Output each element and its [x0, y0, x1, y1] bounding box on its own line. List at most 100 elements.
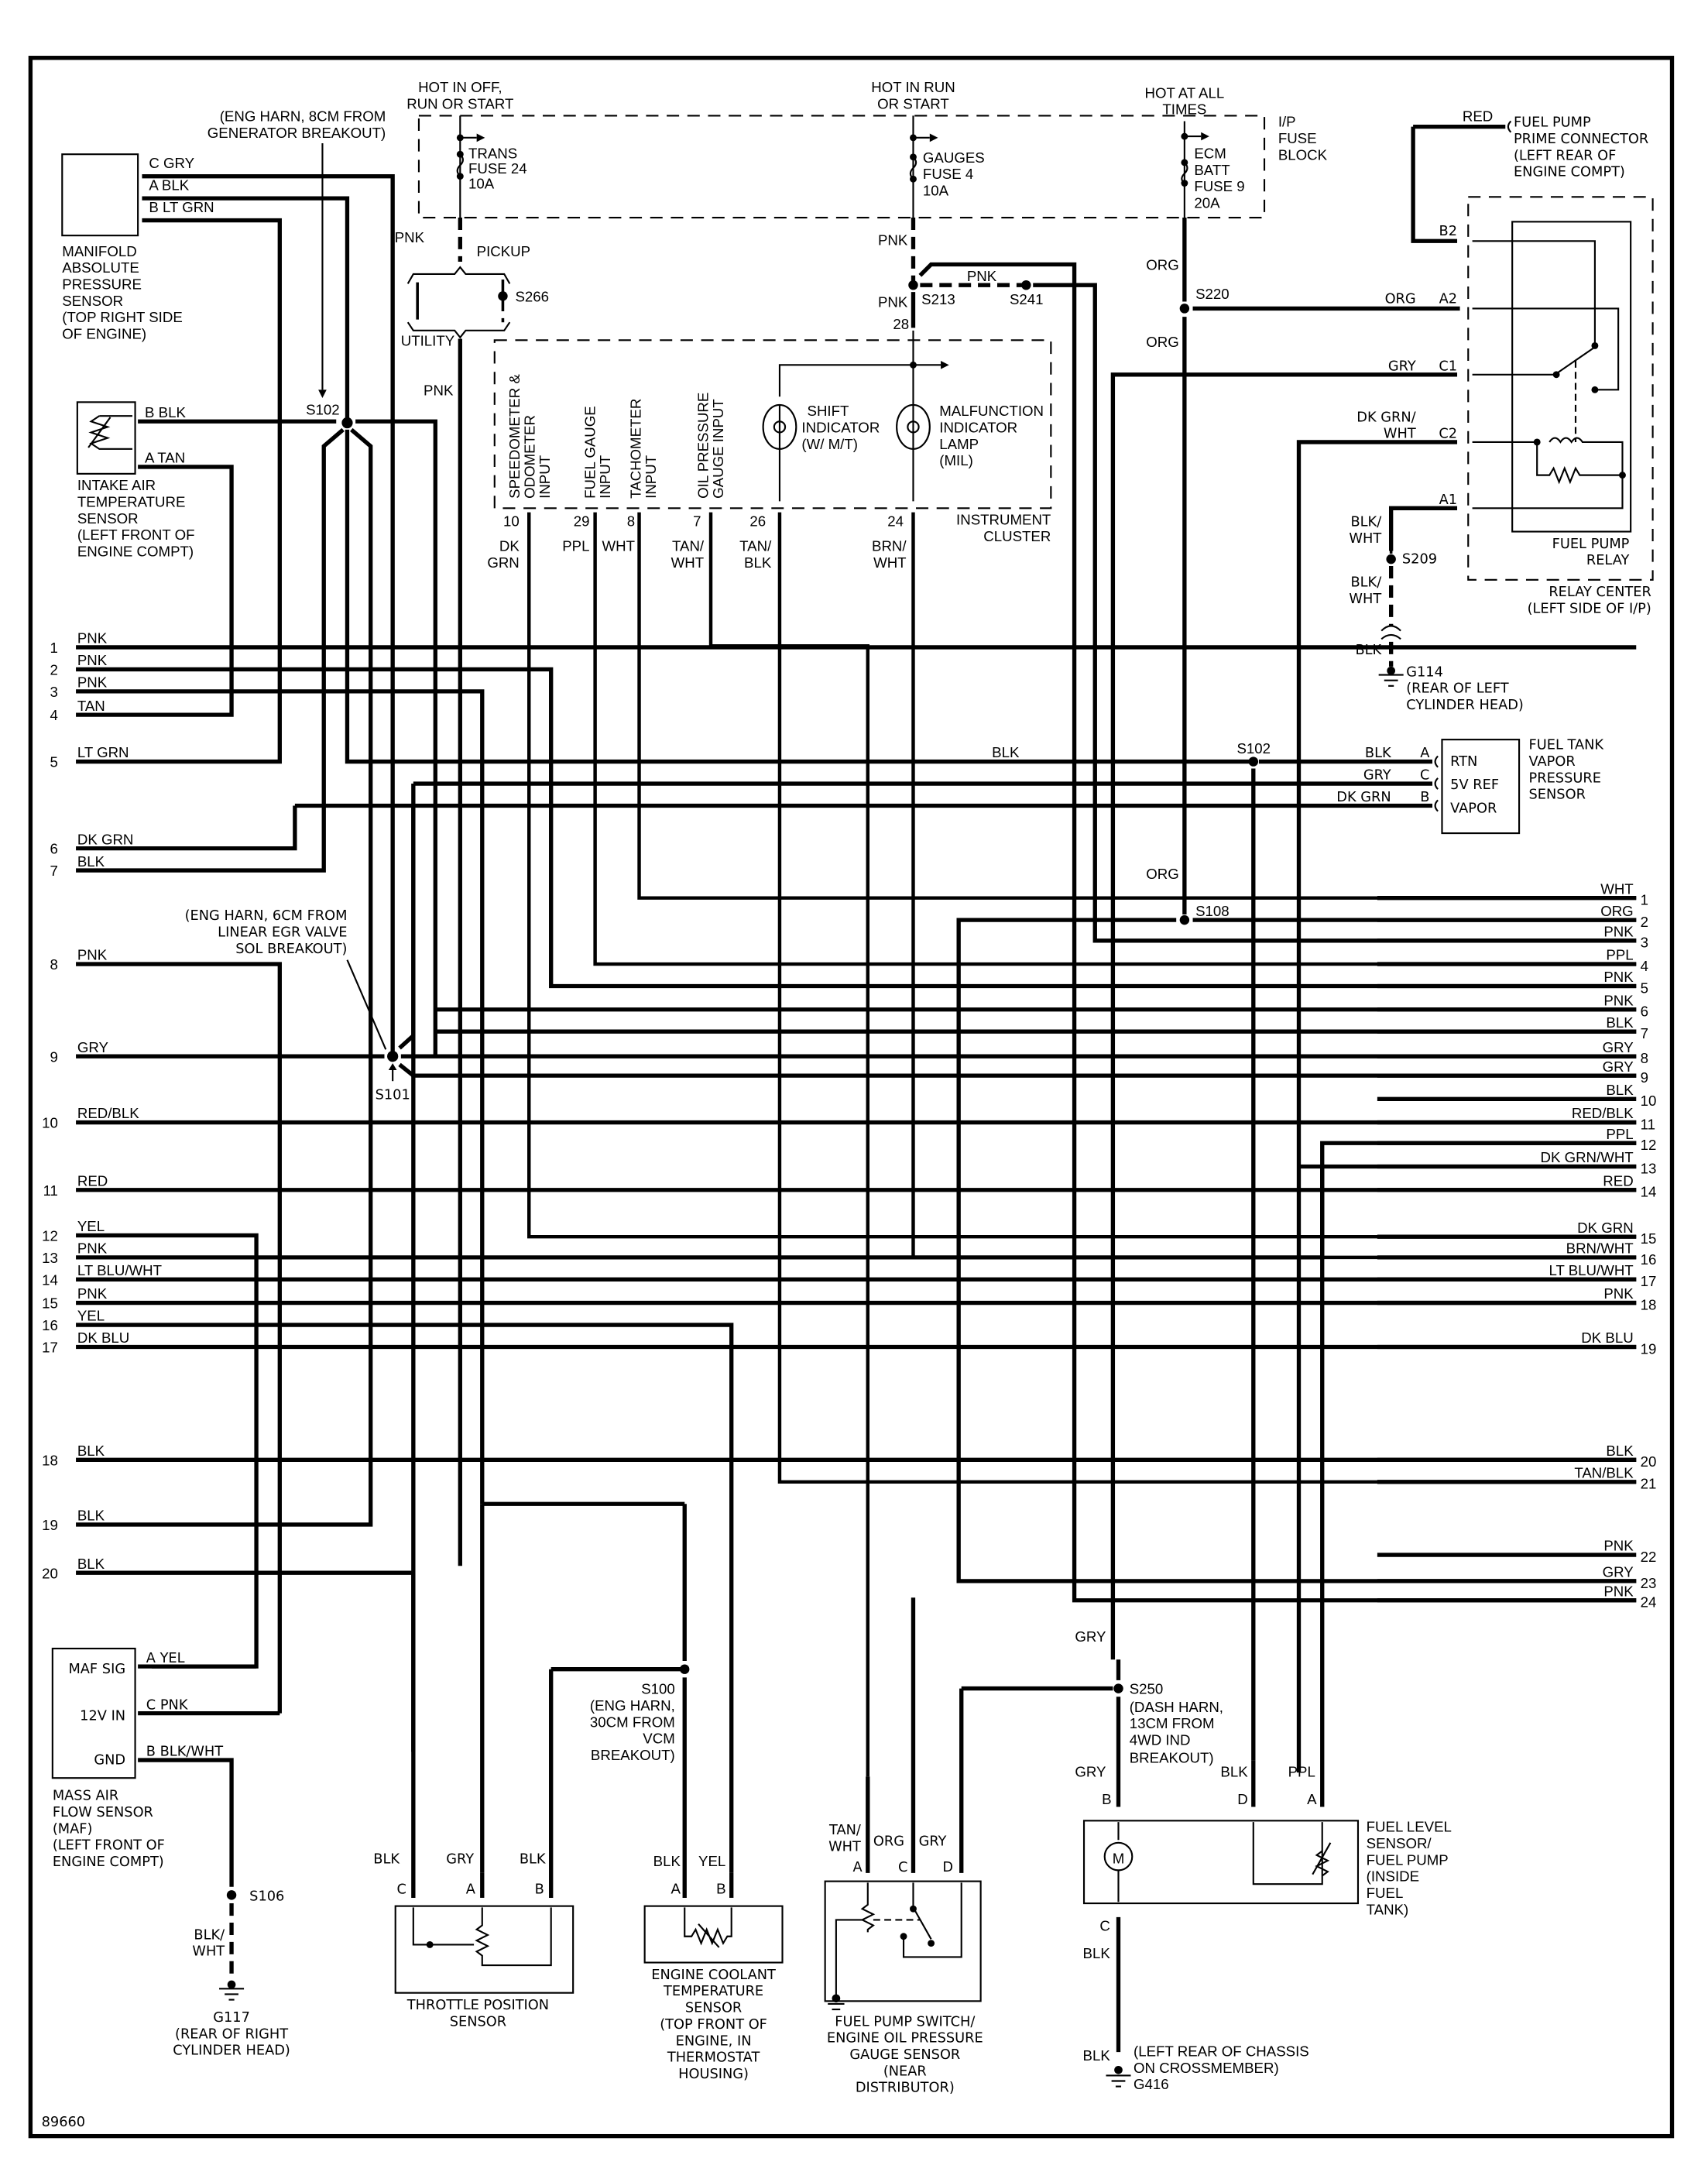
left-connector-wire-label: TAN	[77, 698, 105, 714]
hot-all-times-line1: HOT AT ALL	[1145, 84, 1225, 101]
left-connector-wire-label: BLK	[77, 1508, 105, 1524]
left-connector-pin-number: 14	[42, 1271, 58, 1288]
left-connector-wire-label: BLK	[77, 1443, 105, 1459]
engine-coolant-temperature-sensor	[643, 1872, 784, 1964]
left-connector-pin-number: 17	[42, 1340, 58, 1356]
s220-splice	[1179, 218, 1460, 915]
fuel-pump-motor-icon: M	[1103, 1841, 1134, 1872]
fls-name-6: TANK)	[1367, 1901, 1409, 1917]
map-name-2: ABSOLUTE	[62, 259, 139, 276]
map-sensor-name: MANIFOLD ABSOLUTE PRESSURE SENSOR (TOP R…	[62, 243, 183, 342]
s209-wire-upper-2: WHT	[1349, 530, 1381, 547]
fls-pin-c: C	[1099, 1918, 1110, 1934]
s108-label: S108	[1195, 903, 1230, 919]
maf-func-12v: 12V IN	[80, 1708, 125, 1724]
gry-s250-label: GRY	[1075, 1628, 1106, 1645]
relay-wire-c2-2: WHT	[1384, 426, 1416, 442]
fuel-gauge-label-1: FUEL GAUGE	[582, 406, 598, 499]
oil-switch-name-3: GAUGE SENSOR	[849, 2047, 960, 2063]
right-connector-pin-number: 1	[1641, 892, 1648, 908]
ecm-fuse-label-1: ECM	[1194, 146, 1226, 162]
maf-name-2: FLOW SENSOR	[53, 1804, 153, 1820]
vapor-name-4: SENSOR	[1529, 787, 1586, 803]
right-connector-pin-number: 22	[1641, 1549, 1657, 1565]
relay-pin-a2: A2	[1439, 290, 1457, 307]
s100-note-2: (ENG HARN,	[590, 1697, 675, 1714]
left-connector-pin-number: 13	[42, 1250, 58, 1266]
vapor-func-5vref: 5V REF	[1450, 777, 1499, 793]
oil-switch-name-4: (NEAR	[883, 2063, 927, 2079]
s266-label: S266	[515, 289, 549, 305]
g117-ground-icon	[219, 1980, 245, 2001]
fls-name-2: SENSOR/	[1367, 1835, 1432, 1851]
hot-run-start-line2: OR START	[877, 96, 949, 112]
ecm-fuse-label-3: FUSE 9	[1194, 178, 1244, 194]
prime-name-2: PRIME CONNECTOR	[1514, 131, 1648, 147]
left-connector-wire-label: RED	[77, 1172, 108, 1189]
tach-label-1: TACHOMETER	[627, 399, 643, 499]
s213-s241-splices	[908, 218, 1637, 1603]
right-connector-wire-label: LT BLU/WHT	[1549, 1262, 1634, 1278]
fuel-gauge-wire: PPL	[562, 537, 589, 554]
s102-label: S102	[306, 401, 340, 417]
left-connector-wire-label: PNK	[77, 674, 108, 691]
oil-wire-a-2: WHT	[828, 1838, 861, 1854]
pin-8: 8	[627, 513, 635, 529]
right-connector-wire-label: GRY	[1603, 1564, 1634, 1580]
left-connector-wire-label: YEL	[77, 1308, 105, 1324]
g114-ground	[1380, 508, 1401, 667]
right-connector-pin-number: 19	[1641, 1340, 1657, 1357]
right-connector-wire-label: DK BLU	[1581, 1330, 1633, 1346]
right-connector-pin-number: 8	[1641, 1050, 1648, 1066]
fuel-level-sensor-fuel-pump	[1082, 1166, 1360, 2053]
right-connector-pin-number: 18	[1641, 1296, 1657, 1312]
gauges-fuse-icon	[909, 115, 938, 218]
tach-wire: WHT	[602, 537, 635, 554]
s101-pointer	[346, 959, 387, 1050]
g114-name-3: CYLINDER HEAD)	[1406, 697, 1524, 713]
maf-func-sig: MAF SIG	[68, 1661, 125, 1677]
left-connector-wire-label: DK BLU	[77, 1330, 129, 1346]
g117-name-2: (REAR OF RIGHT	[175, 2026, 288, 2042]
s209-wire-lower-2: WHT	[1349, 591, 1381, 607]
vapor-main-wire: BLK	[992, 744, 1020, 760]
right-connector-pin-number: 6	[1641, 1004, 1648, 1020]
s213-label: S213	[921, 291, 955, 307]
s101-note-1: (ENG HARN, 6CM FROM	[185, 908, 348, 924]
tps-pin-b: B	[535, 1882, 544, 1898]
pickup-label: PICKUP	[477, 243, 530, 259]
maf-pin-c: C PNK	[146, 1697, 189, 1713]
ecm-fuse-label-2: BATT	[1194, 162, 1230, 178]
cluster-name-2: CLUSTER	[983, 528, 1051, 544]
vapor-pin-a: A	[1420, 745, 1429, 761]
org-upper-label: ORG	[1146, 257, 1179, 273]
left-connector-wire-label: BLK	[77, 853, 105, 870]
ect-name-2: TEMPERATURE	[663, 1983, 763, 1999]
left-connector-wire-label: YEL	[77, 1218, 105, 1234]
relay-center-name-2: (LEFT SIDE OF I/P)	[1528, 600, 1651, 616]
oil-switch-name-5: DISTRIBUTOR)	[856, 2080, 955, 2096]
s250-note-2: (DASH HARN,	[1130, 1699, 1223, 1715]
gauges-fuse-label-1: GAUGES	[923, 149, 985, 166]
right-connector-wire-label: RED/BLK	[1572, 1105, 1634, 1121]
prime-wire-label: RED	[1463, 108, 1493, 125]
relay-pin-c2: C2	[1439, 426, 1457, 442]
pnk-top-label: PNK	[395, 229, 425, 245]
right-connector: WHT1ORG2PNK3PPL4PNK5PNK6BLK7GRY8GRY9BLK1…	[1377, 880, 1657, 1611]
left-connector-wire-label: PNK	[77, 1240, 108, 1257]
right-connector-wire-label: DK GRN/WHT	[1540, 1149, 1633, 1165]
right-connector-pin-number: 14	[1641, 1184, 1657, 1200]
shift-indicator-lamp-icon	[773, 420, 787, 434]
right-connector-pin-number: 5	[1641, 980, 1648, 996]
right-connector-pin-number: 23	[1641, 1575, 1657, 1591]
pin-7: 7	[693, 513, 701, 529]
ect-name-5: ENGINE, IN	[676, 2033, 752, 2049]
left-connector-wire-label: PNK	[77, 630, 108, 647]
right-connector-wire-label: GRY	[1603, 1039, 1634, 1055]
pnk-s241-label: PNK	[967, 268, 997, 284]
motor-symbol: M	[1113, 1850, 1125, 1866]
trans-fuse-label-1: TRANS	[468, 146, 517, 162]
map-name-1: MANIFOLD	[62, 243, 136, 259]
